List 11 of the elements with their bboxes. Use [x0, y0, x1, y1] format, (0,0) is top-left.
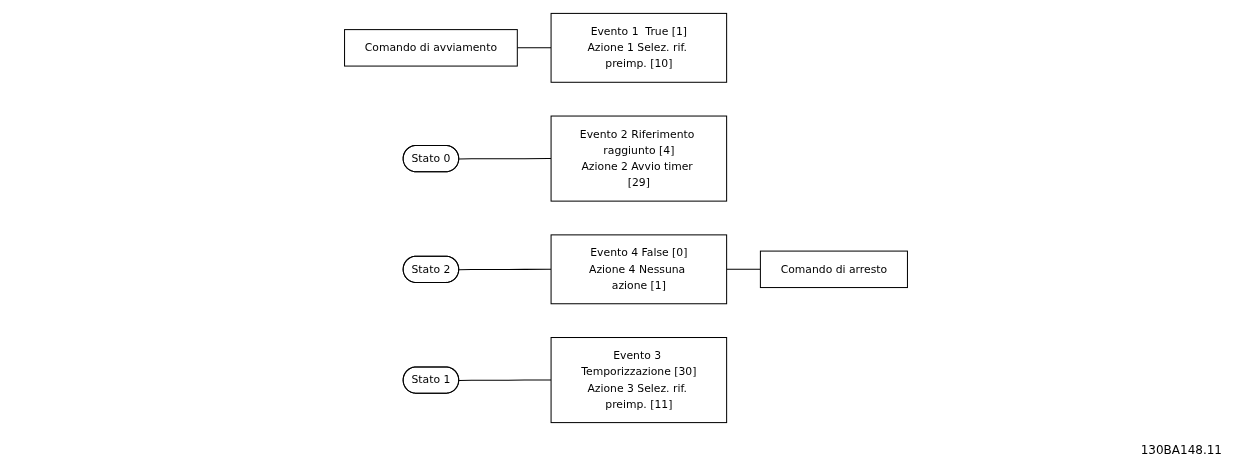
node-box: Evento 2 Riferimento raggiunto [4] Azione 2 Avvio timer [29] — [550, 115, 728, 202]
connector — [458, 379, 552, 381]
node-box: Evento 4 False [0] Azione 4 Nessuna azione [1] — [550, 234, 728, 305]
connector — [726, 268, 761, 270]
connector — [458, 158, 552, 160]
node-box: Comando di arresto — [759, 250, 908, 289]
node-box: Comando di avviamento — [344, 29, 518, 67]
connector — [458, 268, 552, 271]
node-box: Evento 1 True [1] Azione 1 Selez. rif. preimp. [10] — [550, 12, 728, 83]
node-box: Evento 3 Temporizzazione [30] Azione 3 Selez. rif. preimp. [11] — [550, 337, 728, 424]
figure-code: 130BA148.11 — [1140, 443, 1222, 457]
